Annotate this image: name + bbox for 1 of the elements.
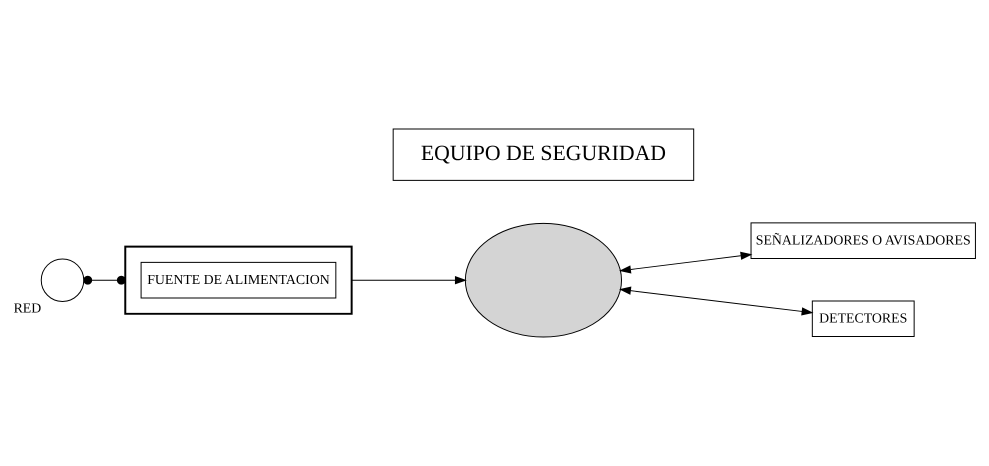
node-label: RED [14,300,42,316]
